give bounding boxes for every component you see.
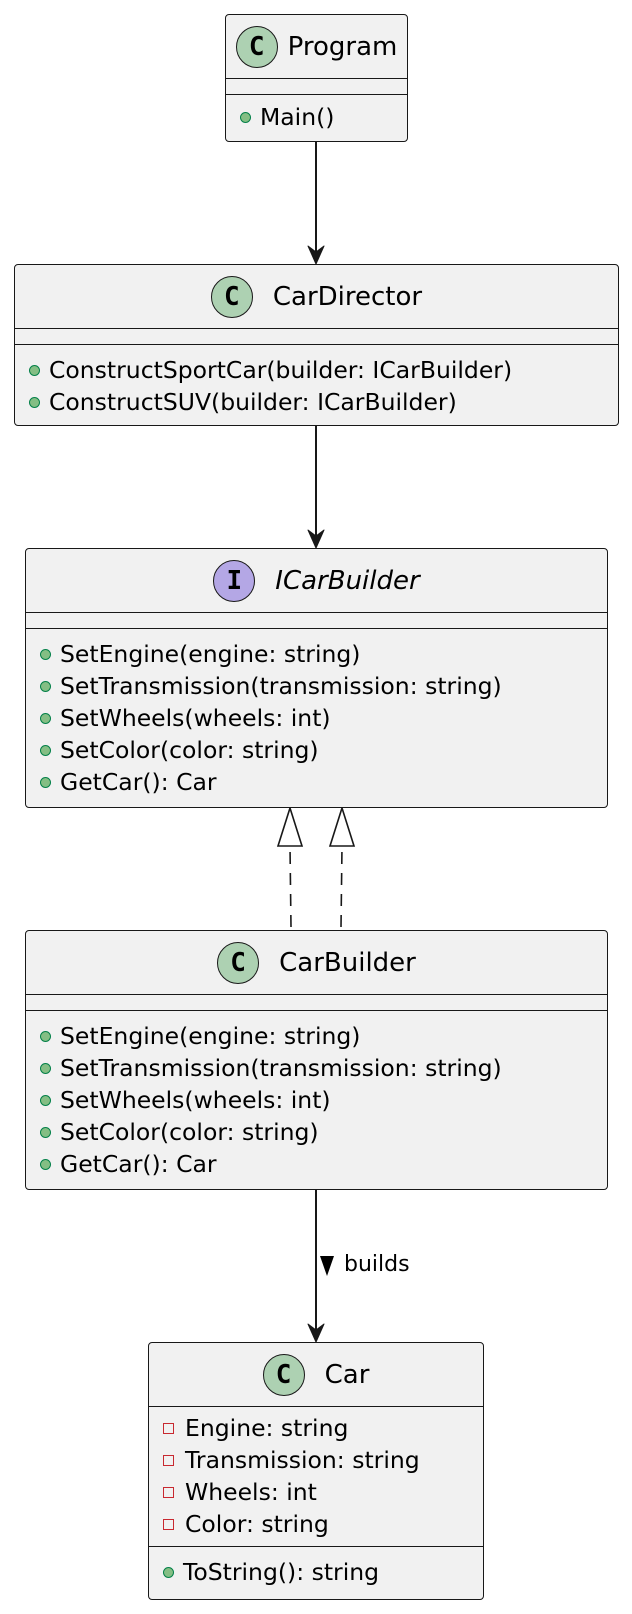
methods-divider bbox=[26, 1010, 607, 1011]
field-item: Wheels: int bbox=[163, 1476, 483, 1508]
class-cardirector[interactable]: C CarDirector ConstructSportCar(builder:… bbox=[14, 264, 619, 426]
class-car[interactable]: C Car Engine: string Transmission: strin… bbox=[148, 1342, 484, 1600]
method-item: SetTransmission(transmission: string) bbox=[40, 1052, 607, 1084]
class-icon: C bbox=[210, 276, 253, 318]
field-item: Engine: string bbox=[163, 1412, 483, 1444]
public-icon bbox=[40, 648, 51, 660]
class-icon: C bbox=[262, 1354, 305, 1396]
methods-divider bbox=[15, 344, 618, 345]
methods-list: SetEngine(engine: string) SetTransmissio… bbox=[26, 638, 607, 798]
class-name: ICarBuilder bbox=[275, 566, 420, 596]
interface-icarbuilder[interactable]: I ICarBuilder SetEngine(engine: string) … bbox=[25, 548, 608, 808]
methods-divider bbox=[26, 628, 607, 629]
public-icon bbox=[40, 776, 51, 788]
class-name: Program bbox=[287, 32, 398, 62]
class-header: C Car bbox=[149, 1343, 483, 1407]
public-icon bbox=[163, 1566, 174, 1578]
public-icon bbox=[40, 1030, 51, 1042]
method-item: SetWheels(wheels: int) bbox=[40, 1084, 607, 1116]
public-icon bbox=[40, 680, 51, 692]
public-icon bbox=[29, 364, 40, 376]
field-item: Color: string bbox=[163, 1508, 483, 1540]
class-program[interactable]: C Program Main() bbox=[225, 14, 408, 142]
method-item: SetTransmission(transmission: string) bbox=[40, 670, 607, 702]
public-icon bbox=[240, 111, 251, 123]
private-icon bbox=[163, 1518, 174, 1530]
fields-divider bbox=[149, 1406, 483, 1407]
class-icon: C bbox=[235, 26, 278, 68]
public-icon bbox=[29, 396, 40, 408]
public-icon bbox=[40, 1094, 51, 1106]
class-icon: C bbox=[217, 942, 260, 984]
methods-list: SetEngine(engine: string) SetTransmissio… bbox=[26, 1020, 607, 1180]
class-name: CarBuilder bbox=[279, 948, 416, 978]
class-header: C CarDirector bbox=[15, 265, 618, 329]
method-item: Main() bbox=[240, 101, 407, 133]
methods-divider bbox=[226, 94, 407, 95]
public-icon bbox=[40, 1062, 51, 1074]
methods-list: Main() bbox=[226, 101, 407, 133]
field-item: Transmission: string bbox=[163, 1444, 483, 1476]
edge-program-cardirector bbox=[307, 142, 325, 265]
class-name: Car bbox=[324, 1360, 370, 1390]
public-icon bbox=[40, 712, 51, 724]
private-icon bbox=[163, 1422, 174, 1434]
private-icon bbox=[163, 1486, 174, 1498]
methods-divider bbox=[149, 1546, 483, 1547]
method-item: SetWheels(wheels: int) bbox=[40, 702, 607, 734]
method-item: SetEngine(engine: string) bbox=[40, 1020, 607, 1052]
fields-divider bbox=[26, 994, 607, 995]
class-header: C CarBuilder bbox=[26, 931, 607, 995]
fields-divider bbox=[26, 612, 607, 613]
public-icon bbox=[40, 1158, 51, 1170]
interface-icon: I bbox=[213, 560, 256, 602]
edge-carbuilder-car bbox=[307, 1190, 334, 1343]
methods-list: ToString(): string bbox=[149, 1556, 483, 1588]
fields-list: Engine: string Transmission: string Whee… bbox=[149, 1412, 483, 1540]
builds-direction-icon bbox=[320, 1256, 334, 1276]
method-item: GetCar(): Car bbox=[40, 766, 607, 798]
method-item: SetEngine(engine: string) bbox=[40, 638, 607, 670]
private-icon bbox=[163, 1454, 174, 1466]
method-item: SetColor(color: string) bbox=[40, 734, 607, 766]
edge-carbuilder-realizes-icarbuilder-1 bbox=[276, 805, 304, 928]
method-item: ConstructSUV(builder: ICarBuilder) bbox=[29, 386, 618, 418]
class-header: C Program bbox=[226, 15, 407, 79]
method-item: SetColor(color: string) bbox=[40, 1116, 607, 1148]
class-carbuilder[interactable]: C CarBuilder SetEngine(engine: string) S… bbox=[25, 930, 608, 1190]
edge-carbuilder-realizes-icarbuilder-2 bbox=[328, 805, 356, 928]
public-icon bbox=[40, 744, 51, 756]
methods-list: ConstructSportCar(builder: ICarBuilder) … bbox=[15, 354, 618, 418]
fields-divider bbox=[15, 328, 618, 329]
fields-divider bbox=[226, 78, 407, 79]
method-item: ConstructSportCar(builder: ICarBuilder) bbox=[29, 354, 618, 386]
class-header: I ICarBuilder bbox=[26, 549, 607, 613]
method-item: ToString(): string bbox=[163, 1556, 483, 1588]
public-icon bbox=[40, 1126, 51, 1138]
method-item: GetCar(): Car bbox=[40, 1148, 607, 1180]
builds-label: builds bbox=[344, 1252, 410, 1277]
edge-cardirector-icarbuilder bbox=[307, 426, 325, 549]
class-name: CarDirector bbox=[272, 282, 423, 312]
